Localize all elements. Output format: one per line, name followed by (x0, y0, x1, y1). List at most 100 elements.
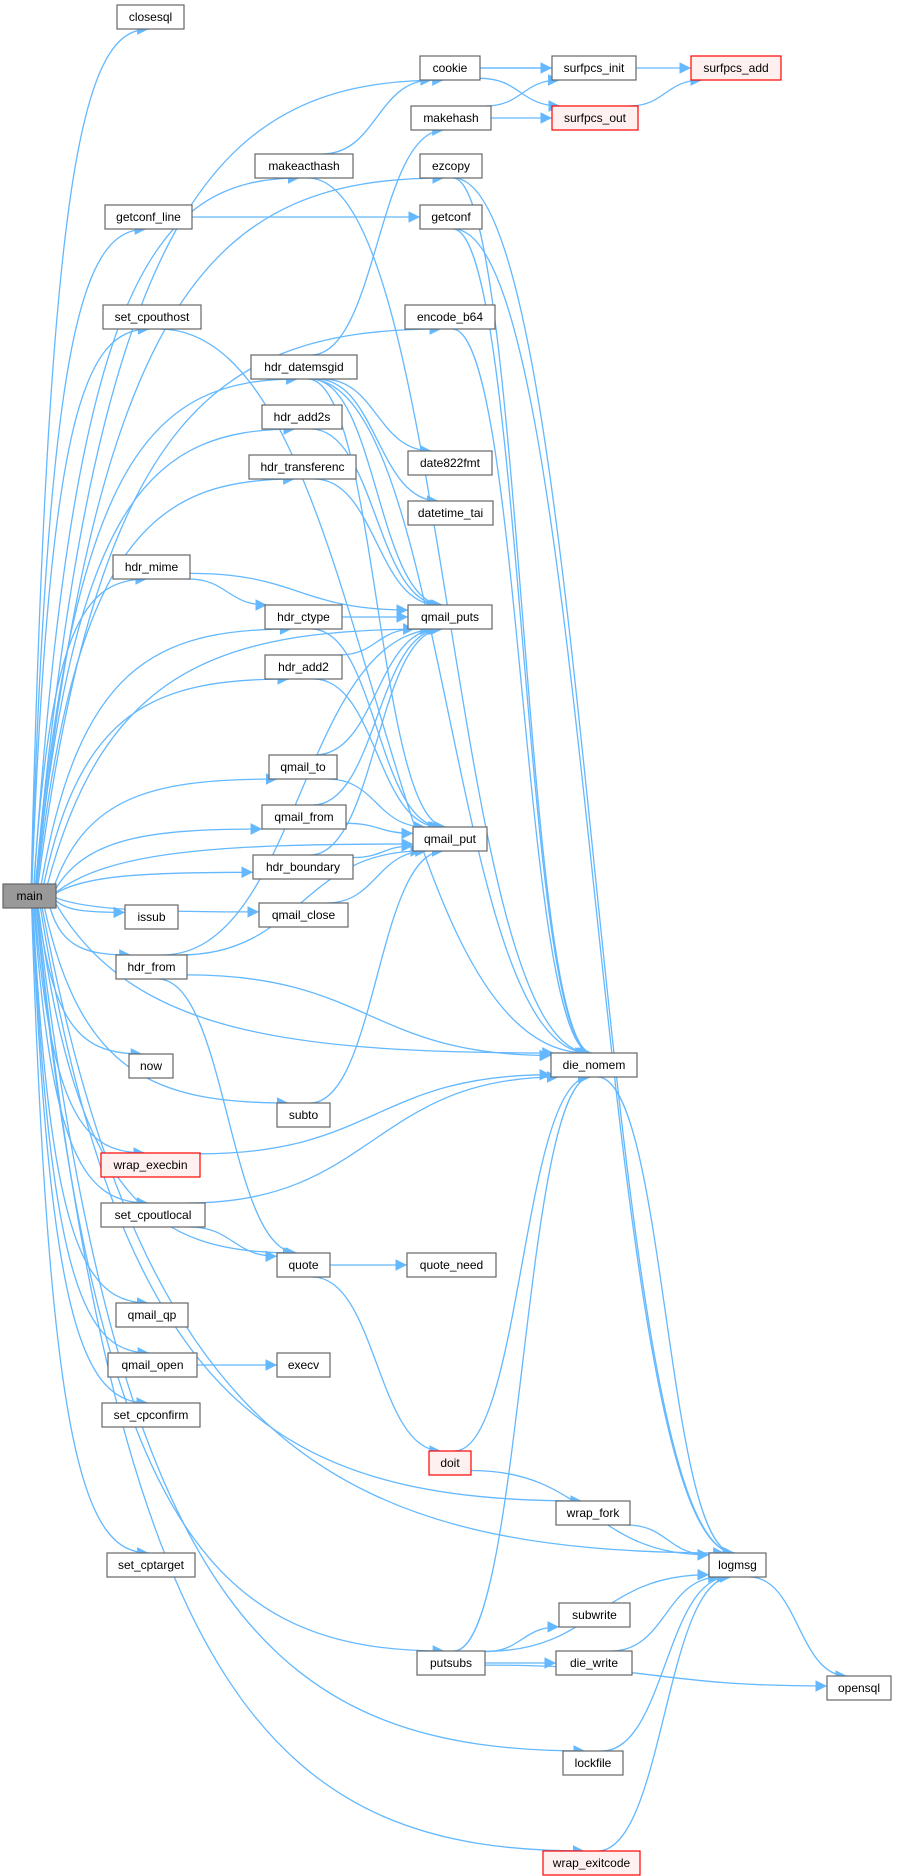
node-qmail_to[interactable]: qmail_to (268, 754, 338, 780)
node-box-ezcopy (419, 153, 483, 179)
node-now[interactable]: now (128, 1053, 174, 1079)
node-box-qmail_qp (115, 1302, 189, 1328)
node-set_cpconfirm[interactable]: set_cpconfirm (101, 1402, 201, 1428)
node-label-hdr_datemsgid: hdr_datemsgid (264, 360, 343, 374)
node-label-quote_need: quote_need (420, 1258, 483, 1272)
node-box-die_nomem (550, 1052, 638, 1078)
node-label-lockfile: lockfile (575, 1756, 612, 1770)
edge-hdr_transferenc-to-qmail_puts (314, 478, 439, 611)
node-label-wrap_fork: wrap_fork (566, 1506, 621, 1520)
node-label-main: main (16, 889, 42, 903)
node-die_nomem[interactable]: die_nomem (550, 1052, 638, 1078)
node-qmail_qp[interactable]: qmail_qp (115, 1302, 189, 1328)
node-label-closesql: closesql (129, 10, 172, 24)
node-ezcopy[interactable]: ezcopy (419, 153, 483, 179)
node-label-ezcopy: ezcopy (432, 159, 470, 173)
node-hdr_add2s[interactable]: hdr_add2s (261, 404, 343, 430)
node-wrap_fork[interactable]: wrap_fork (555, 1500, 631, 1526)
node-quote_need[interactable]: quote_need (406, 1252, 497, 1278)
node-qmail_from[interactable]: qmail_from (261, 804, 347, 830)
node-set_cpouthost[interactable]: set_cpouthost (102, 304, 202, 330)
edge-ezcopy-to-logmsg (453, 177, 736, 1559)
edge-set_cpoutlocal-to-die_nomem (188, 1071, 559, 1204)
node-label-opensql: opensql (838, 1681, 880, 1695)
node-surfpcs_add[interactable]: surfpcs_add (690, 55, 782, 81)
node-box-qmail_open (107, 1352, 198, 1378)
node-hdr_mime[interactable]: hdr_mime (112, 554, 191, 580)
node-hdr_add2[interactable]: hdr_add2 (264, 654, 343, 680)
node-label-execv: execv (288, 1358, 319, 1372)
edge-main-to-hdr_boundary (55, 866, 254, 894)
node-hdr_transferenc[interactable]: hdr_transferenc (248, 454, 357, 480)
node-label-qmail_close: qmail_close (272, 908, 336, 922)
node-hdr_ctype[interactable]: hdr_ctype (264, 604, 343, 630)
node-wrap_execbin[interactable]: wrap_execbin (100, 1152, 201, 1178)
node-label-set_cpconfirm: set_cpconfirm (114, 1408, 189, 1422)
node-cookie[interactable]: cookie (419, 55, 481, 81)
node-label-set_cpouthost: set_cpouthost (115, 310, 190, 324)
edge-hdr_datemsgid-to-qmail_put (307, 378, 447, 833)
node-doit[interactable]: doit (428, 1450, 472, 1476)
node-box-subwrite (558, 1602, 631, 1628)
edge-hdr_add2-to-qmail_put (313, 678, 440, 833)
edge-hdr_datemsgid-to-datetime_tai (315, 378, 439, 507)
edge-main-to-qmail_puts (46, 623, 432, 885)
node-getconf_line[interactable]: getconf_line (104, 204, 193, 230)
edge-hdr_datemsgid-to-die_nomem (308, 378, 590, 1059)
node-label-quote: quote (288, 1258, 318, 1272)
node-qmail_close[interactable]: qmail_close (258, 902, 349, 928)
node-putsubs[interactable]: putsubs (416, 1650, 486, 1676)
node-issub[interactable]: issub (124, 904, 179, 930)
edge-doit-to-die_nomem (454, 1071, 590, 1452)
edge-hdr_boundary-to-qmail_puts (310, 623, 443, 856)
node-die_write[interactable]: die_write (555, 1650, 633, 1676)
edge-main-to-getconf_line (30, 223, 147, 885)
node-box-encode_b64 (404, 304, 496, 330)
node-hdr_boundary[interactable]: hdr_boundary (252, 854, 354, 880)
node-box-wrap_fork (555, 1500, 631, 1526)
node-hdr_from[interactable]: hdr_from (115, 954, 188, 980)
node-label-die_write: die_write (570, 1656, 618, 1670)
node-makehash[interactable]: makehash (410, 105, 492, 131)
node-qmail_put[interactable]: qmail_put (412, 826, 488, 852)
node-box-set_cpoutlocal (100, 1202, 206, 1228)
node-qmail_open[interactable]: qmail_open (107, 1352, 198, 1378)
node-logmsg[interactable]: logmsg (708, 1552, 767, 1578)
node-box-opensql (826, 1675, 892, 1701)
node-lockfile[interactable]: lockfile (562, 1750, 624, 1776)
node-subwrite[interactable]: subwrite (558, 1602, 631, 1628)
node-surfpcs_init[interactable]: surfpcs_init (551, 55, 637, 81)
node-main[interactable]: main (2, 883, 57, 909)
edge-hdr_from-to-quote (157, 978, 298, 1259)
node-qmail_puts[interactable]: qmail_puts (407, 604, 493, 630)
node-label-hdr_from: hdr_from (127, 960, 175, 974)
edge-main-to-lockfile (36, 907, 586, 1757)
node-makeacthash[interactable]: makeacthash (254, 153, 354, 179)
node-box-wrap_exitcode (542, 1850, 641, 1876)
node-wrap_exitcode[interactable]: wrap_exitcode (542, 1850, 641, 1876)
node-label-date822fmt: date822fmt (420, 456, 481, 470)
edge-die_write-to-logmsg (611, 1571, 720, 1652)
node-subto[interactable]: subto (276, 1102, 331, 1128)
node-encode_b64[interactable]: encode_b64 (404, 304, 496, 330)
edge-wrap_fork-to-logmsg (626, 1524, 710, 1561)
node-box-die_write (555, 1650, 633, 1676)
node-quote[interactable]: quote (276, 1252, 331, 1278)
node-execv[interactable]: execv (276, 1352, 331, 1378)
node-closesql[interactable]: closesql (116, 4, 185, 30)
node-hdr_datemsgid[interactable]: hdr_datemsgid (250, 354, 358, 380)
node-datetime_tai[interactable]: datetime_tai (407, 500, 494, 526)
node-set_cpoutlocal[interactable]: set_cpoutlocal (100, 1202, 206, 1228)
node-box-logmsg (708, 1552, 767, 1578)
edge-getconf-to-die_nomem (452, 228, 593, 1059)
node-label-qmail_to: qmail_to (280, 760, 326, 774)
edge-main-to-closesql (30, 23, 149, 885)
node-surfpcs_out[interactable]: surfpcs_out (551, 105, 639, 131)
edge-makeacthash-to-cookie (321, 74, 433, 155)
node-getconf[interactable]: getconf (419, 204, 483, 230)
node-box-execv (276, 1352, 331, 1378)
edge-main-to-cookie (34, 74, 444, 885)
node-date822fmt[interactable]: date822fmt (407, 450, 493, 476)
node-set_cptarget[interactable]: set_cptarget (106, 1552, 196, 1578)
node-opensql[interactable]: opensql (826, 1675, 892, 1701)
